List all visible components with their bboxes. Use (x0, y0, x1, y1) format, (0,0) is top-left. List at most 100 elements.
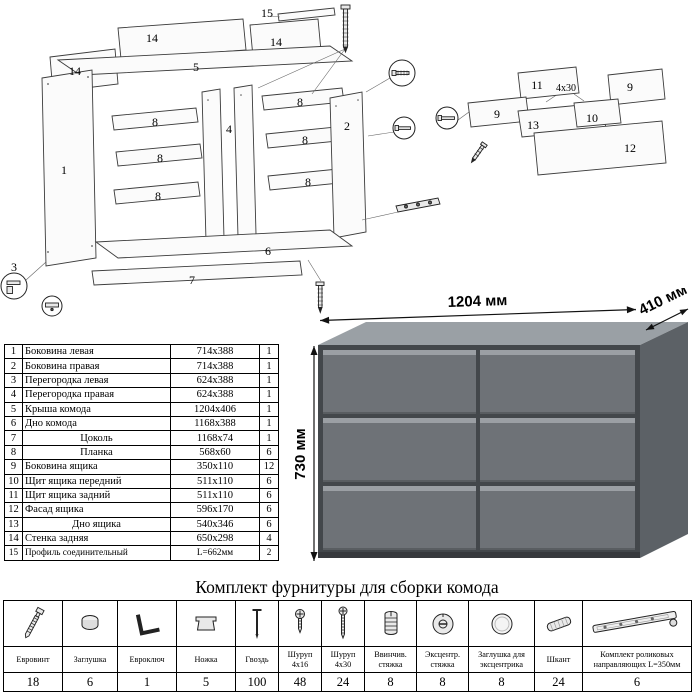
part-qty: 6 (259, 516, 279, 533)
part-size: 624x388 (170, 387, 260, 403)
part-label: 9 (627, 80, 633, 94)
part-qty: 2 (259, 545, 279, 561)
drawer-panels (467, 66, 667, 176)
part-num: 13 (4, 516, 23, 533)
hardware-name: Евровинт (3, 646, 63, 673)
hardware-qty: 5 (176, 672, 236, 692)
main-part-labels: 15 14 14 14 5 1 4 2 8 8 8 8 8 8 6 3 7 (11, 6, 350, 287)
hardware-table: Евровинт Заглушка Евроключ Ножка Гвоздь … (3, 600, 692, 692)
hardware-qty: 24 (321, 672, 365, 692)
drawer-slide-detail-icon (395, 197, 441, 213)
plank-8c (113, 181, 201, 205)
hardware-name: Комплект роликовых направляющих L=350мм (582, 646, 692, 673)
drawer-front (323, 486, 476, 550)
hardware-icon-cell (176, 600, 236, 647)
part-name: Цоколь (22, 430, 171, 446)
hardware-icon-cell (62, 600, 118, 647)
part-size: 1168x74 (170, 430, 260, 446)
part-qty: 1 (259, 358, 279, 374)
part-num: 10 (4, 473, 23, 489)
part-name: Крыша комода (22, 401, 171, 417)
part-num: 3 (4, 372, 23, 389)
drawer-front (323, 418, 476, 482)
hardware-name: Гвоздь (235, 646, 279, 673)
dresser-plinth (318, 552, 640, 558)
hardware-name: Заглушка для эксцентрика (468, 646, 535, 673)
leader-lines (25, 15, 585, 282)
corner-joint-detail-icon (6, 280, 21, 294)
part-name: Планка (22, 444, 171, 461)
hardware-icon-cell (534, 600, 583, 647)
arrowhead-icon (679, 309, 688, 316)
width-dimension: 1204 мм (320, 292, 636, 324)
hardware-qty-row: 18 6 1 5 100 48 24 8 8 8 24 6 (3, 672, 692, 692)
hardware-name: Шуруп 4x16 (278, 646, 322, 673)
hardware-qty: 6 (582, 672, 692, 692)
drawer-hardware (435, 106, 488, 164)
part-size: 540x346 (170, 516, 260, 533)
arrowhead-icon (310, 552, 318, 561)
drawer-front (480, 350, 635, 414)
panel-drawer-front-10 (573, 98, 622, 128)
part-label: 14 (270, 35, 282, 49)
hardware-name: Ножка (176, 646, 236, 673)
part-size: 624x388 (170, 372, 260, 389)
part-label: 9 (494, 107, 500, 121)
part-num: 1 (4, 343, 23, 360)
confirmat-screw-icon (340, 4, 351, 54)
part-qty: 1 (259, 401, 279, 417)
panel-drawer-side-9r (607, 68, 666, 106)
screw-icon (315, 281, 325, 314)
hardware-icon-cell (235, 600, 279, 647)
screw-in-connector-icon (384, 610, 397, 635)
hardware-qty: 8 (416, 672, 469, 692)
part-label: 4 (226, 122, 232, 136)
euro-screw-icon (24, 606, 45, 638)
screw-size-label: 4x30 (556, 83, 576, 94)
part-qty: 1 (259, 430, 279, 446)
part-size: 511x110 (170, 487, 260, 504)
height-label: 730 мм (294, 428, 309, 479)
part-label: 6 (265, 244, 271, 258)
part-size: 650x298 (170, 531, 260, 547)
plank-8b (115, 143, 203, 167)
part-label: 14 (146, 31, 158, 45)
hardware-icon-cell (416, 600, 469, 647)
part-label: 10 (586, 111, 598, 125)
hardware-names-row: Евровинт Заглушка Евроключ Ножка Гвоздь … (3, 646, 692, 673)
part-qty: 1 (259, 343, 279, 360)
hardware-qty: 8 (468, 672, 535, 692)
cam-cover-icon (491, 613, 512, 634)
part-qty: 6 (259, 502, 279, 518)
hardware-kit-title: Комплект фурнитуры для сборки комода (195, 577, 499, 597)
dresser-side (640, 322, 688, 558)
part-label: 8 (152, 115, 158, 129)
panel-side-left-1 (41, 69, 97, 267)
part-name: Перегородка правая (22, 387, 171, 403)
hardware-name: Ввинчив. стяжка (364, 646, 417, 673)
panel-divider-4a (201, 88, 225, 242)
hardware-icon-cell (321, 600, 365, 647)
part-qty: 6 (259, 487, 279, 504)
plank-8a (111, 107, 199, 131)
part-name: Профиль соединительный (22, 545, 171, 561)
panel-divider-4b (233, 84, 257, 238)
dresser-drawers (323, 350, 635, 550)
hardware-callouts (0, 4, 441, 317)
arrowhead-icon (626, 306, 636, 314)
hardware-qty: 8 (364, 672, 417, 692)
part-name: Боковина левая (22, 343, 171, 360)
panel-plinth-7 (91, 260, 303, 286)
part-num: 7 (4, 430, 23, 446)
part-qty: 4 (259, 531, 279, 547)
